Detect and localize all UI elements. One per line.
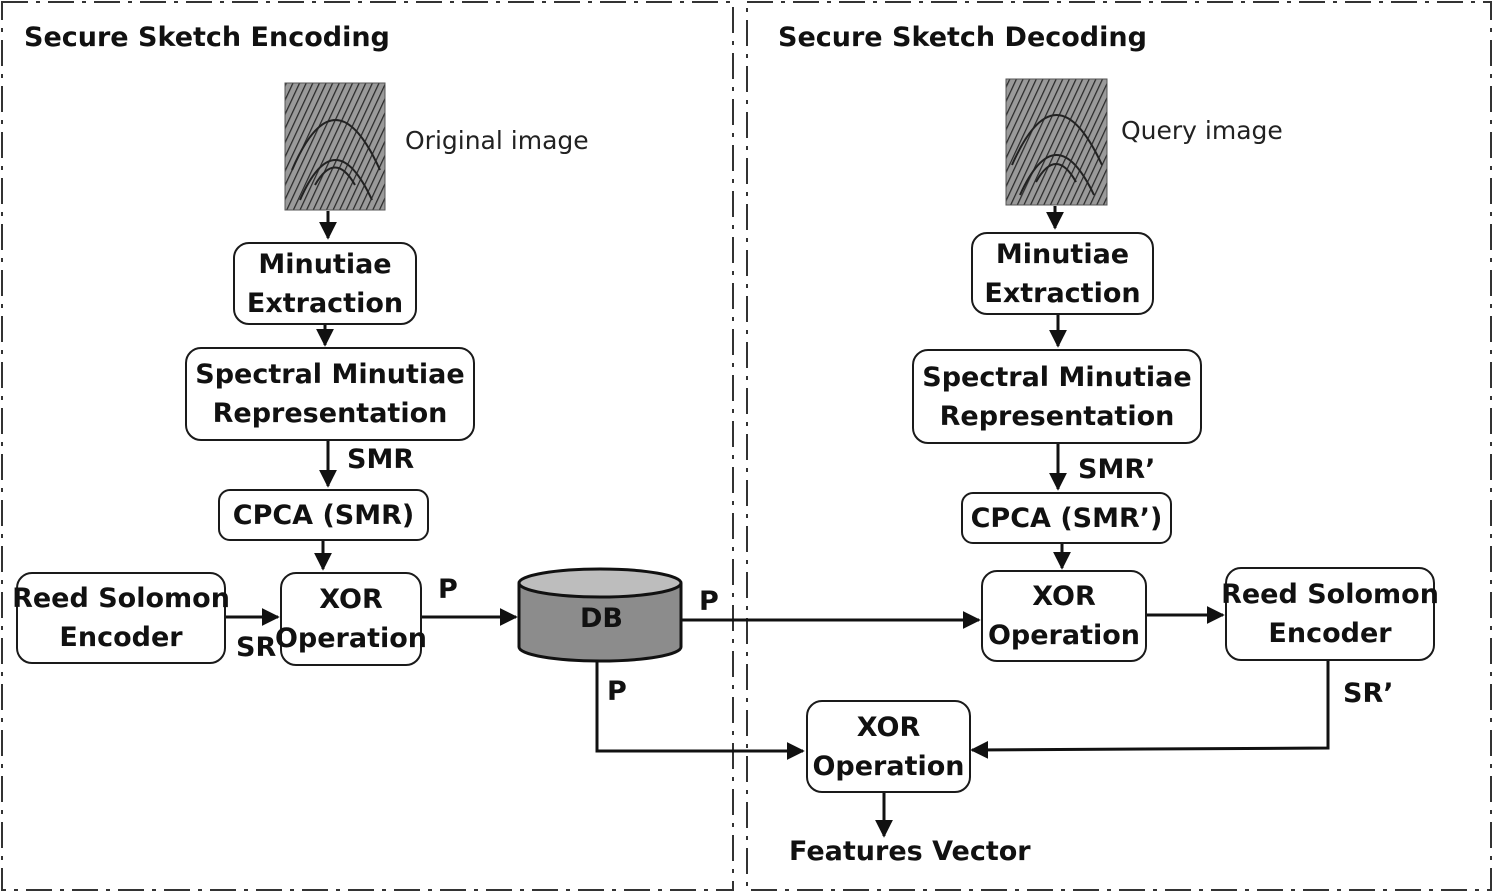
box-label-line: CPCA (SMR’) (970, 502, 1163, 534)
box-label-line: Encoder (1268, 618, 1392, 649)
box-label-line: Extraction (246, 287, 404, 319)
enc-xor-box: XOR Operation (275, 572, 427, 666)
dec-xor-box: XOR Operation (981, 570, 1147, 662)
sr-label: SR (236, 632, 277, 663)
final-xor-box: XOR Operation (806, 700, 971, 793)
box-label-line: Minutiae (995, 238, 1130, 270)
box-label-line: Encoder (59, 622, 183, 653)
dec-cpca-box: CPCA (SMR’) (961, 492, 1172, 544)
dec-spectral-minutiae-box: Spectral Minutiae Representation (912, 349, 1202, 444)
box-label-line: XOR (319, 584, 383, 615)
enc-spectral-minutiae-box: Spectral Minutiae Representation (185, 347, 475, 441)
arrow-rs-to-final-xor (970, 661, 1330, 759)
box-label-line: Representation (212, 398, 448, 429)
query-fingerprint-image (1005, 78, 1108, 206)
decoding-title: Secure Sketch Decoding (778, 22, 1147, 53)
enc-cpca-box: CPCA (SMR) (218, 489, 429, 541)
box-label-line: Operation (274, 623, 428, 654)
box-label-line: Reed Solomon (1221, 579, 1439, 610)
box-label-line: CPCA (SMR) (232, 499, 415, 531)
p-label-db-right: P (699, 586, 719, 617)
box-label-line: Spectral Minutiae (195, 359, 465, 390)
box-label-line: Extraction (984, 277, 1141, 309)
box-label-line: Minutiae (258, 248, 392, 280)
query-image-caption: Query image (1121, 116, 1283, 145)
encoding-title: Secure Sketch Encoding (24, 22, 390, 53)
arrow-db-to-final-xor (595, 660, 805, 760)
p-label-db-down: P (607, 676, 627, 707)
p-label-enc: P (438, 574, 458, 605)
decoding-panel-border (746, 1, 1492, 891)
smr-prime-label: SMR’ (1078, 454, 1156, 485)
dec-minutiae-extraction-box: Minutiae Extraction (971, 232, 1154, 315)
features-vector-label: Features Vector (789, 836, 1031, 867)
box-label-line: Operation (987, 620, 1141, 651)
box-label-line: Operation (812, 750, 965, 782)
enc-minutiae-extraction-box: Minutiae Extraction (233, 242, 417, 325)
encoding-panel-border (1, 1, 734, 891)
db-label: DB (580, 603, 623, 634)
sr-prime-label: SR’ (1343, 678, 1394, 709)
smr-label: SMR (347, 444, 415, 475)
box-label-line: XOR (856, 711, 921, 743)
box-label-line: Spectral Minutiae (922, 361, 1192, 393)
box-label-line: XOR (1032, 581, 1096, 612)
box-label-line: Representation (939, 400, 1175, 432)
db-cylinder (517, 567, 683, 663)
enc-reed-solomon-box: Reed Solomon Encoder (12, 572, 230, 664)
original-image-caption: Original image (405, 126, 589, 155)
original-fingerprint-image (284, 82, 386, 211)
dec-reed-solomon-box: Reed Solomon Encoder (1221, 567, 1439, 661)
box-label-line: Reed Solomon (12, 583, 230, 614)
